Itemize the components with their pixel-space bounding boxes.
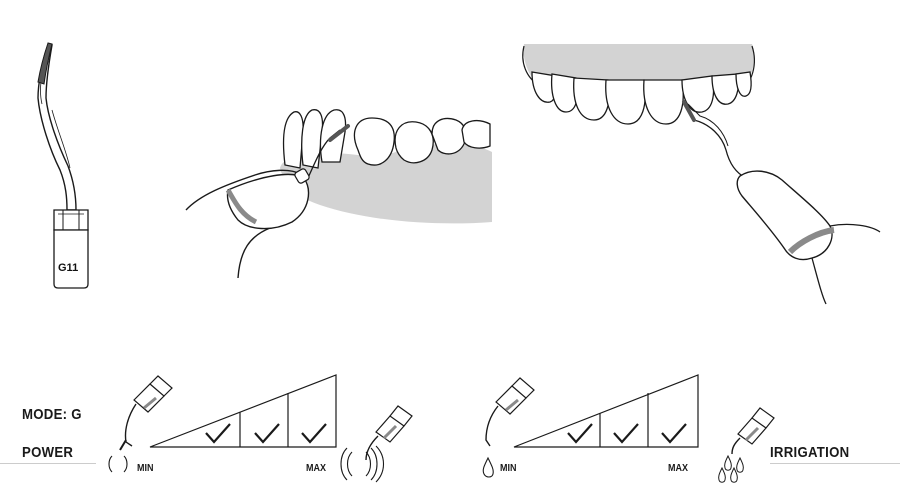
power-scale [108,374,413,483]
water-drops-icon [718,454,744,483]
vibration-high-icon [340,445,385,483]
power-label: POWER [22,444,74,461]
lower-teeth-illustration [185,109,492,279]
irrigation-min-label: MIN [500,463,517,474]
power-min-label: MIN [137,463,154,474]
divider [0,463,96,464]
irrigation-max-label: MAX [668,463,689,474]
checkmark-icon [254,423,280,444]
mode-label: MODE: G [22,406,82,423]
irrigation-label: IRRIGATION [770,444,850,461]
irrigation-scale [482,374,775,483]
power-max-label: MAX [306,463,327,474]
dental-tip-icon [37,42,89,289]
checkmark-icon [205,423,231,444]
vibration-low-icon [108,455,128,473]
checkmark-icon [661,423,687,444]
tip-code: G11 [58,262,79,274]
water-drop-icon [482,456,494,478]
handpiece-icon [731,407,775,455]
handpiece-icon [365,405,413,461]
upper-teeth-illustration [522,44,881,305]
checkmark-icon [567,423,593,444]
handpiece-icon [485,377,535,447]
checkmark-icon [301,423,327,444]
handpiece-icon [119,375,173,451]
divider [770,463,900,464]
checkmark-icon [613,423,639,444]
